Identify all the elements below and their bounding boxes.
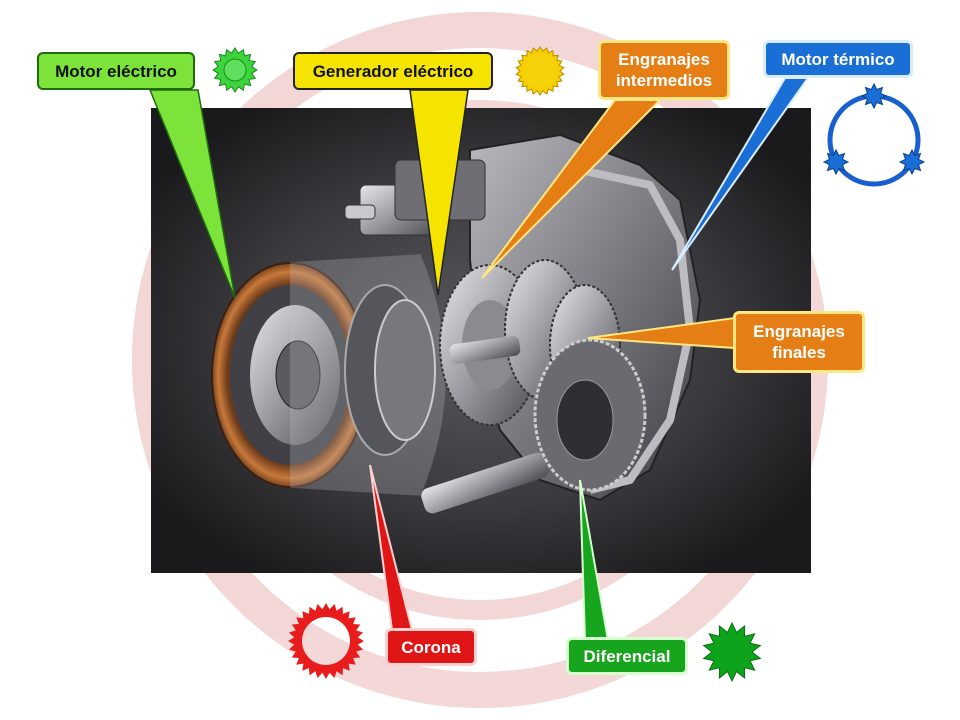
yellow-sun-gear-icon: [515, 46, 565, 96]
generador-electrico-pointer: [409, 89, 469, 296]
engranajes-finales-label: Engranajes finales: [733, 311, 865, 373]
engranajes-intermedios-pointer: [481, 99, 663, 279]
generador-electrico-label: Generador eléctrico: [293, 52, 493, 90]
engranajes-intermedios-label: Engranajes intermedios: [598, 40, 730, 100]
corona-label: Corona: [385, 628, 477, 666]
callout-pointers: [148, 77, 810, 641]
diferencial-label: Diferencial: [566, 637, 688, 675]
motor-termico-label: Motor térmico: [763, 40, 913, 78]
blue-planet-ring-icon: [822, 82, 926, 187]
green-star-gear-icon: [702, 621, 762, 683]
motor-electrico-label: Motor eléctrico: [37, 52, 195, 90]
motor-termico-pointer: [671, 77, 810, 271]
green-gear-icon: [212, 47, 258, 93]
red-ring-gear-icon: [288, 603, 364, 679]
motor-electrico-pointer: [148, 89, 236, 299]
